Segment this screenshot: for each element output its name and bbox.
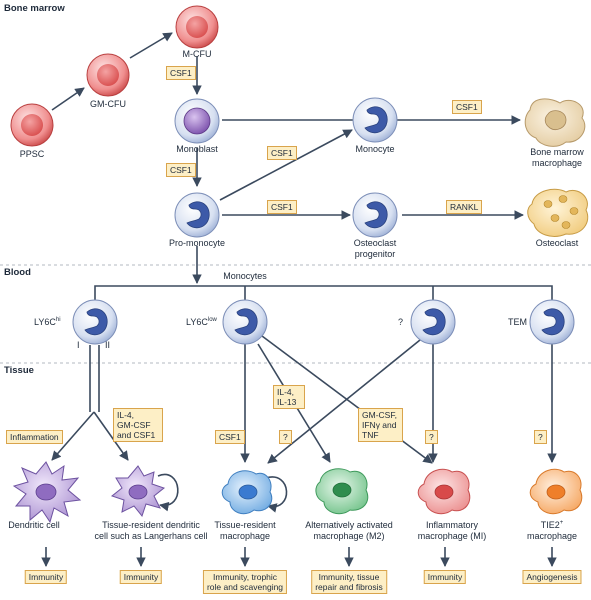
label-osteoclast: Osteoclast — [535, 238, 579, 248]
factor-inflammation: Inflammation — [6, 430, 63, 444]
monocytes-bracket — [94, 285, 553, 305]
label-tie2: TIE2+ macrophage — [526, 520, 578, 541]
section-blood: Blood — [4, 267, 31, 278]
monoblast-cell — [174, 98, 220, 144]
m2-macrophage-cell — [315, 468, 369, 515]
label-unknown-subset: ? — [398, 317, 404, 327]
arrow-to-dendritic — [51, 411, 95, 461]
self-renewal-tissue-resident — [265, 476, 288, 513]
gmcfu-cell — [86, 53, 130, 97]
outcome-angiogenesis: Angiogenesis — [522, 570, 582, 584]
factor-csf1-mcfu: CSF1 — [166, 66, 196, 80]
label-gmcfu: GM-CFU — [90, 99, 126, 109]
factor-csf1-tissue: CSF1 — [215, 430, 245, 444]
label-tem: TEM — [508, 317, 527, 327]
outcome-immunity-langerhans: Immunity — [119, 570, 163, 584]
factor-unknown-tie2: ? — [534, 430, 547, 444]
factor-csf1-bm-macrophage: CSF1 — [452, 100, 482, 114]
label-dendritic: Dendritic cell — [8, 520, 60, 530]
tie2-macrophage-cell — [529, 468, 583, 515]
label-monoblast: Monoblast — [176, 144, 218, 154]
label-ly6chi: LY6Chi — [34, 317, 61, 327]
factor-csf1-osteoprog: CSF1 — [267, 200, 297, 214]
ly6clow-cell — [222, 299, 268, 345]
label-monocytes: Monocytes — [223, 271, 267, 281]
mcfu-cell — [175, 5, 219, 49]
outcome-immunity-dendritic: Immunity — [24, 570, 68, 584]
ppsc-cell — [10, 103, 54, 147]
factor-csf1-monoblast: CSF1 — [166, 163, 196, 177]
label-ppsc: PPSC — [19, 149, 45, 159]
label-mcfu: M-CFU — [182, 49, 212, 59]
arrow-gmcfu-mcfu — [129, 32, 173, 59]
label-promonocyte: Pro-monocyte — [168, 238, 226, 248]
osteoclast-cell — [527, 188, 589, 237]
arrow-unknown-tissue-resident — [267, 339, 421, 464]
arrow-ppsc-gmcfu — [51, 87, 85, 111]
promonocyte-cell — [174, 192, 220, 238]
tem-cell — [529, 299, 575, 345]
factor-unknown-m2: ? — [279, 430, 292, 444]
tissue-resident-macrophage-cell — [221, 470, 273, 515]
bm-macrophage-cell — [524, 98, 586, 147]
label-ly6clow: LY6Clow — [186, 317, 217, 327]
section-bone-marrow: Bone marrow — [4, 3, 65, 14]
section-tissue: Tissue — [4, 365, 34, 376]
label-subset-i: I — [77, 340, 80, 350]
dendritic-cell — [12, 461, 82, 524]
label-monocyte: Monocyte — [355, 144, 395, 154]
arrow-to-langerhans — [93, 411, 129, 461]
outcome-immunity-m1: Immunity — [423, 570, 467, 584]
factor-rankl: RANKL — [446, 200, 483, 214]
factor-csf1-monocyte: CSF1 — [267, 146, 297, 160]
monocyte-cell — [352, 97, 398, 143]
factor-unknown-m1: ? — [425, 430, 438, 444]
osteoclast-progenitor-cell — [352, 192, 398, 238]
ly6chi-cell — [72, 299, 118, 345]
unknown-monocyte-cell — [410, 299, 456, 345]
arrow-promonocyte-monocyte — [219, 129, 353, 201]
factor-il4-il13: IL-4,IL-13 — [273, 385, 305, 409]
self-renewal-langerhans — [157, 473, 179, 512]
m1-macrophage-cell — [417, 468, 471, 515]
langerhans-cell — [110, 465, 166, 518]
label-subset-ii: II — [105, 340, 111, 350]
